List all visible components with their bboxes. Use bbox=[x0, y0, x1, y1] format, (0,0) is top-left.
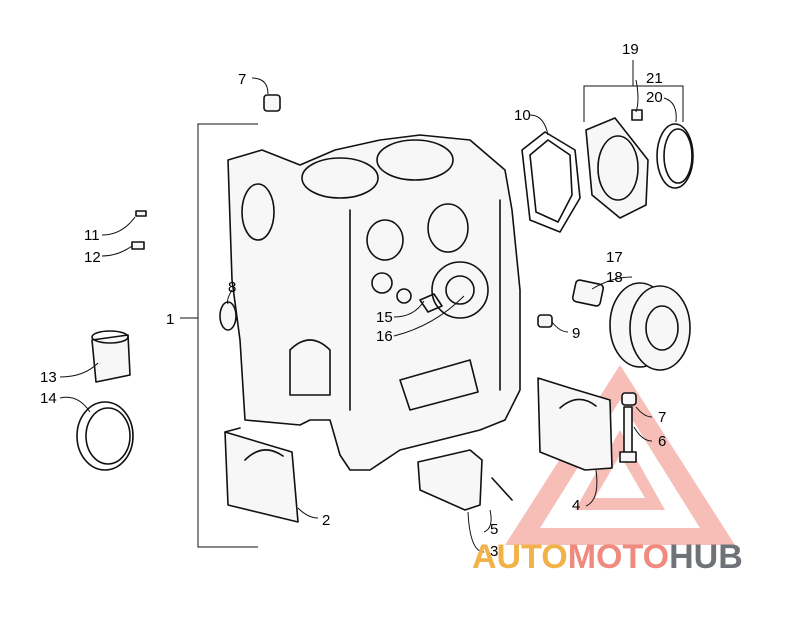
watermark-auto: AUTO bbox=[472, 538, 568, 576]
crankcase-block bbox=[227, 134, 521, 471]
callout-15: 15 bbox=[376, 309, 393, 326]
callout-5: 5 bbox=[490, 521, 498, 538]
watermark-logo: AUTOMOTOHUB bbox=[472, 538, 743, 576]
leader-lines bbox=[59, 77, 677, 553]
callout-20: 20 bbox=[646, 89, 663, 106]
callout-9: 9 bbox=[572, 325, 580, 342]
pin-11 bbox=[135, 210, 147, 217]
svg-text:AUTOMOTOHUB: AUTOMOTOHUB bbox=[472, 538, 743, 576]
oil-seal-20 bbox=[656, 123, 694, 189]
callout-21: 21 bbox=[646, 70, 663, 87]
callout-12: 12 bbox=[84, 249, 101, 266]
callout-3: 3 bbox=[490, 543, 498, 560]
callout-7-right: 7 bbox=[658, 409, 666, 426]
watermark-moto: MOTO bbox=[568, 538, 669, 576]
oil-filter-nipple-17 bbox=[571, 279, 605, 307]
bearing-cap-3 bbox=[417, 449, 513, 511]
bearing-cap-4 bbox=[537, 377, 613, 471]
oil-filter-18 bbox=[609, 282, 691, 371]
callout-1: 1 bbox=[166, 311, 174, 328]
callout-19: 19 bbox=[622, 41, 639, 58]
callout-6: 6 bbox=[658, 433, 666, 450]
bearing-cap-2 bbox=[224, 427, 299, 523]
thrust-washer-14 bbox=[76, 401, 134, 471]
callout-2: 2 bbox=[322, 512, 330, 529]
dowel-sleeve-7-right bbox=[621, 392, 637, 406]
watermark-hub: HUB bbox=[669, 538, 743, 576]
callout-16: 16 bbox=[376, 328, 393, 345]
bracket-assembly-19 bbox=[583, 60, 684, 122]
bracket-assembly-1 bbox=[180, 123, 258, 548]
callout-11: 11 bbox=[84, 227, 100, 244]
bushing-13 bbox=[91, 330, 131, 383]
dowel-sleeve-7-top bbox=[263, 94, 281, 112]
gasket-10 bbox=[521, 131, 581, 233]
plug-8 bbox=[219, 301, 237, 331]
bolt-6 bbox=[619, 406, 637, 463]
rear-cover-19 bbox=[585, 117, 649, 219]
screw-21 bbox=[631, 109, 643, 121]
dowel-9 bbox=[537, 314, 553, 328]
callout-7-top: 7 bbox=[238, 71, 246, 88]
callout-17: 17 bbox=[606, 249, 623, 266]
callout-8: 8 bbox=[228, 279, 236, 296]
callout-10: 10 bbox=[514, 107, 531, 124]
callout-14: 14 bbox=[40, 390, 57, 407]
callout-18: 18 bbox=[606, 269, 623, 286]
callout-13: 13 bbox=[40, 369, 57, 386]
screw-12 bbox=[131, 241, 145, 250]
callout-labels: 1 2 3 4 5 6 7 7 8 9 10 11 12 13 14 15 16… bbox=[40, 41, 666, 560]
callout-4: 4 bbox=[572, 497, 580, 514]
